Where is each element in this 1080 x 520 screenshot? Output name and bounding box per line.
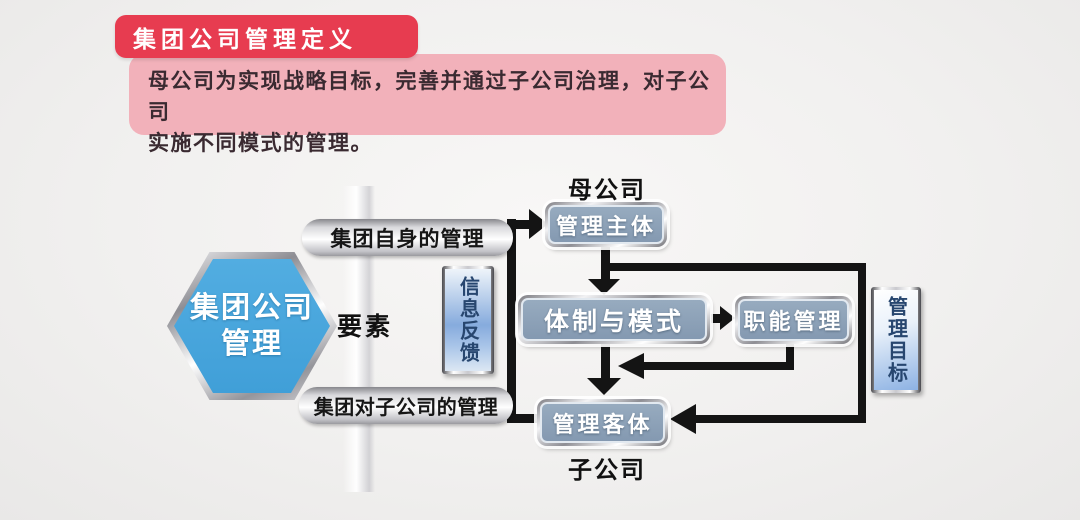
connector-function-feedback-bar — [642, 362, 794, 370]
arrowhead-into-function-icon — [720, 306, 735, 330]
hexagon-fill: 集团公司 管理 — [174, 259, 330, 393]
connector-outer-top — [608, 263, 866, 271]
hexagon-label-line1: 集团公司 — [189, 292, 314, 324]
hexagon-label-line2: 管理 — [220, 328, 283, 360]
management-goal-fill: 管理目标 — [874, 290, 918, 390]
info-feedback-fill: 信息反馈 — [445, 269, 491, 371]
node-functional-management: 职能管理 — [735, 296, 852, 344]
connector-function-down-stem — [786, 344, 794, 370]
connector-system-down-stem — [601, 344, 610, 380]
node-management-object-label: 管理客体 — [540, 402, 665, 443]
definition-line-1: 母公司为实现战略目标，完善并通过子公司治理，对子公司 — [148, 69, 711, 124]
arrowhead-into-object-top-icon — [587, 378, 621, 395]
elements-label: 要素 — [337, 313, 394, 341]
band-self-management: 集团自身的管理 — [302, 219, 513, 256]
title-tab: 集团公司管理定义 — [115, 15, 418, 58]
node-management-object: 管理客体 — [537, 399, 668, 446]
arrowhead-into-object-right-icon — [670, 404, 696, 434]
connector-outer-right-vertical — [858, 263, 866, 423]
definition-panel: 母公司为实现战略目标，完善并通过子公司治理，对子公司 实施不同模式的管理。 — [129, 54, 726, 155]
connector-left-vertical — [507, 219, 516, 423]
connector-left-bottom-bar — [507, 414, 541, 423]
node-management-subject: 管理主体 — [545, 202, 667, 247]
parent-company-label: 母公司 — [568, 177, 646, 204]
title-tab-label: 集团公司管理定义 — [133, 25, 357, 52]
band-subsidiary-management-label: 集团对子公司的管理 — [313, 397, 499, 419]
arrowhead-into-subject-icon — [529, 209, 548, 239]
band-self-management-label: 集团自身的管理 — [330, 227, 485, 251]
definition-line-2: 实施不同模式的管理。 — [148, 131, 373, 155]
arrowhead-feedback-merge-icon — [618, 353, 644, 379]
management-goal-label: 管理目标 — [884, 296, 907, 384]
connector-system-function-bar — [711, 314, 722, 323]
node-system-and-mode-label: 体制与模式 — [521, 298, 707, 341]
subsidiary-company-label: 子公司 — [568, 457, 646, 484]
node-functional-management-label: 职能管理 — [738, 299, 849, 341]
node-system-and-mode: 体制与模式 — [518, 295, 710, 344]
arrowhead-into-system-icon — [588, 279, 620, 295]
connector-subject-down-stem — [601, 247, 610, 281]
info-feedback-label: 信息反馈 — [456, 276, 479, 364]
hexagon-group-management: 集团公司 管理 — [167, 252, 337, 400]
info-feedback-box: 信息反馈 — [442, 266, 494, 374]
node-management-subject-label: 管理主体 — [548, 205, 664, 244]
band-subsidiary-management: 集团对子公司的管理 — [299, 387, 513, 424]
management-goal-box: 管理目标 — [871, 287, 921, 393]
connector-outer-bottom — [694, 415, 862, 423]
connector-left-top-bar — [507, 220, 532, 229]
definition-text: 母公司为实现战略目标，完善并通过子公司治理，对子公司 实施不同模式的管理。 — [148, 66, 726, 159]
